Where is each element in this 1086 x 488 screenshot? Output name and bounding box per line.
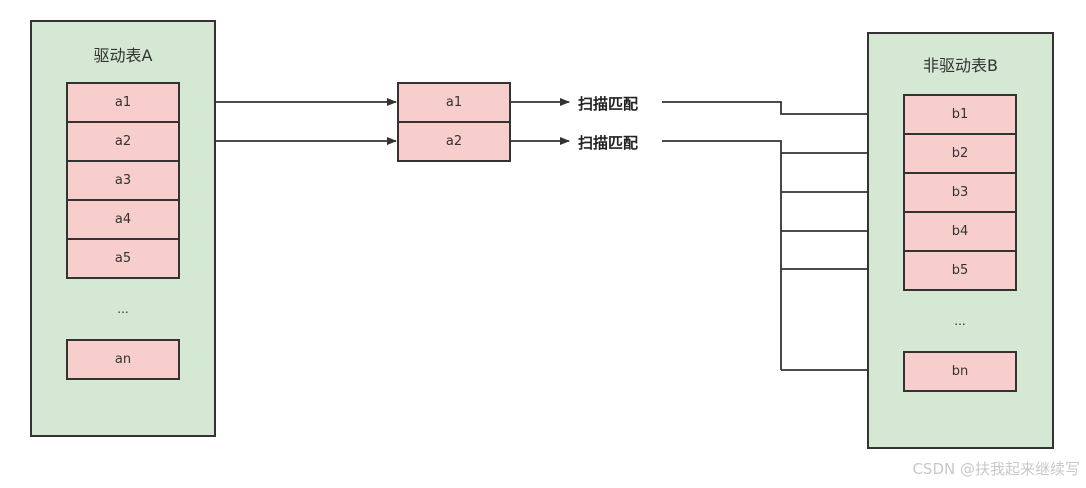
driving-row-a1: a1 [66,82,180,123]
edge-scan2-bus [662,140,782,370]
driven-row-b2: b2 [903,133,1017,174]
driven-row-b4: b4 [903,211,1017,252]
driven-row-b5: b5 [903,250,1017,291]
driving-row-a4: a4 [66,199,180,240]
csdn-watermark: CSDN @扶我起来继续写 [912,460,1080,478]
scan-match-label-2: 扫描匹配 [578,132,639,153]
buffer-row-a1: a1 [397,82,511,123]
driving-table-title: 驱动表A [93,46,153,65]
driven-row-b3: b3 [903,172,1017,213]
buffer-row-a2: a2 [397,121,511,162]
driven-table-title: 非驱动表B [923,56,998,75]
edge-scan1-to-b1 [662,101,903,118]
scan-match-label-1: 扫描匹配 [578,93,639,114]
driving-row-a5: a5 [66,238,180,279]
driven-row-b1: b1 [903,94,1017,135]
driving-row-a2: a2 [66,121,180,162]
driven-table-ellipsis: ... [954,314,966,328]
driving-row-an: an [66,339,180,380]
driving-row-a3: a3 [66,160,180,201]
driving-table-ellipsis: ... [117,302,129,316]
driven-row-bn: bn [903,351,1017,392]
